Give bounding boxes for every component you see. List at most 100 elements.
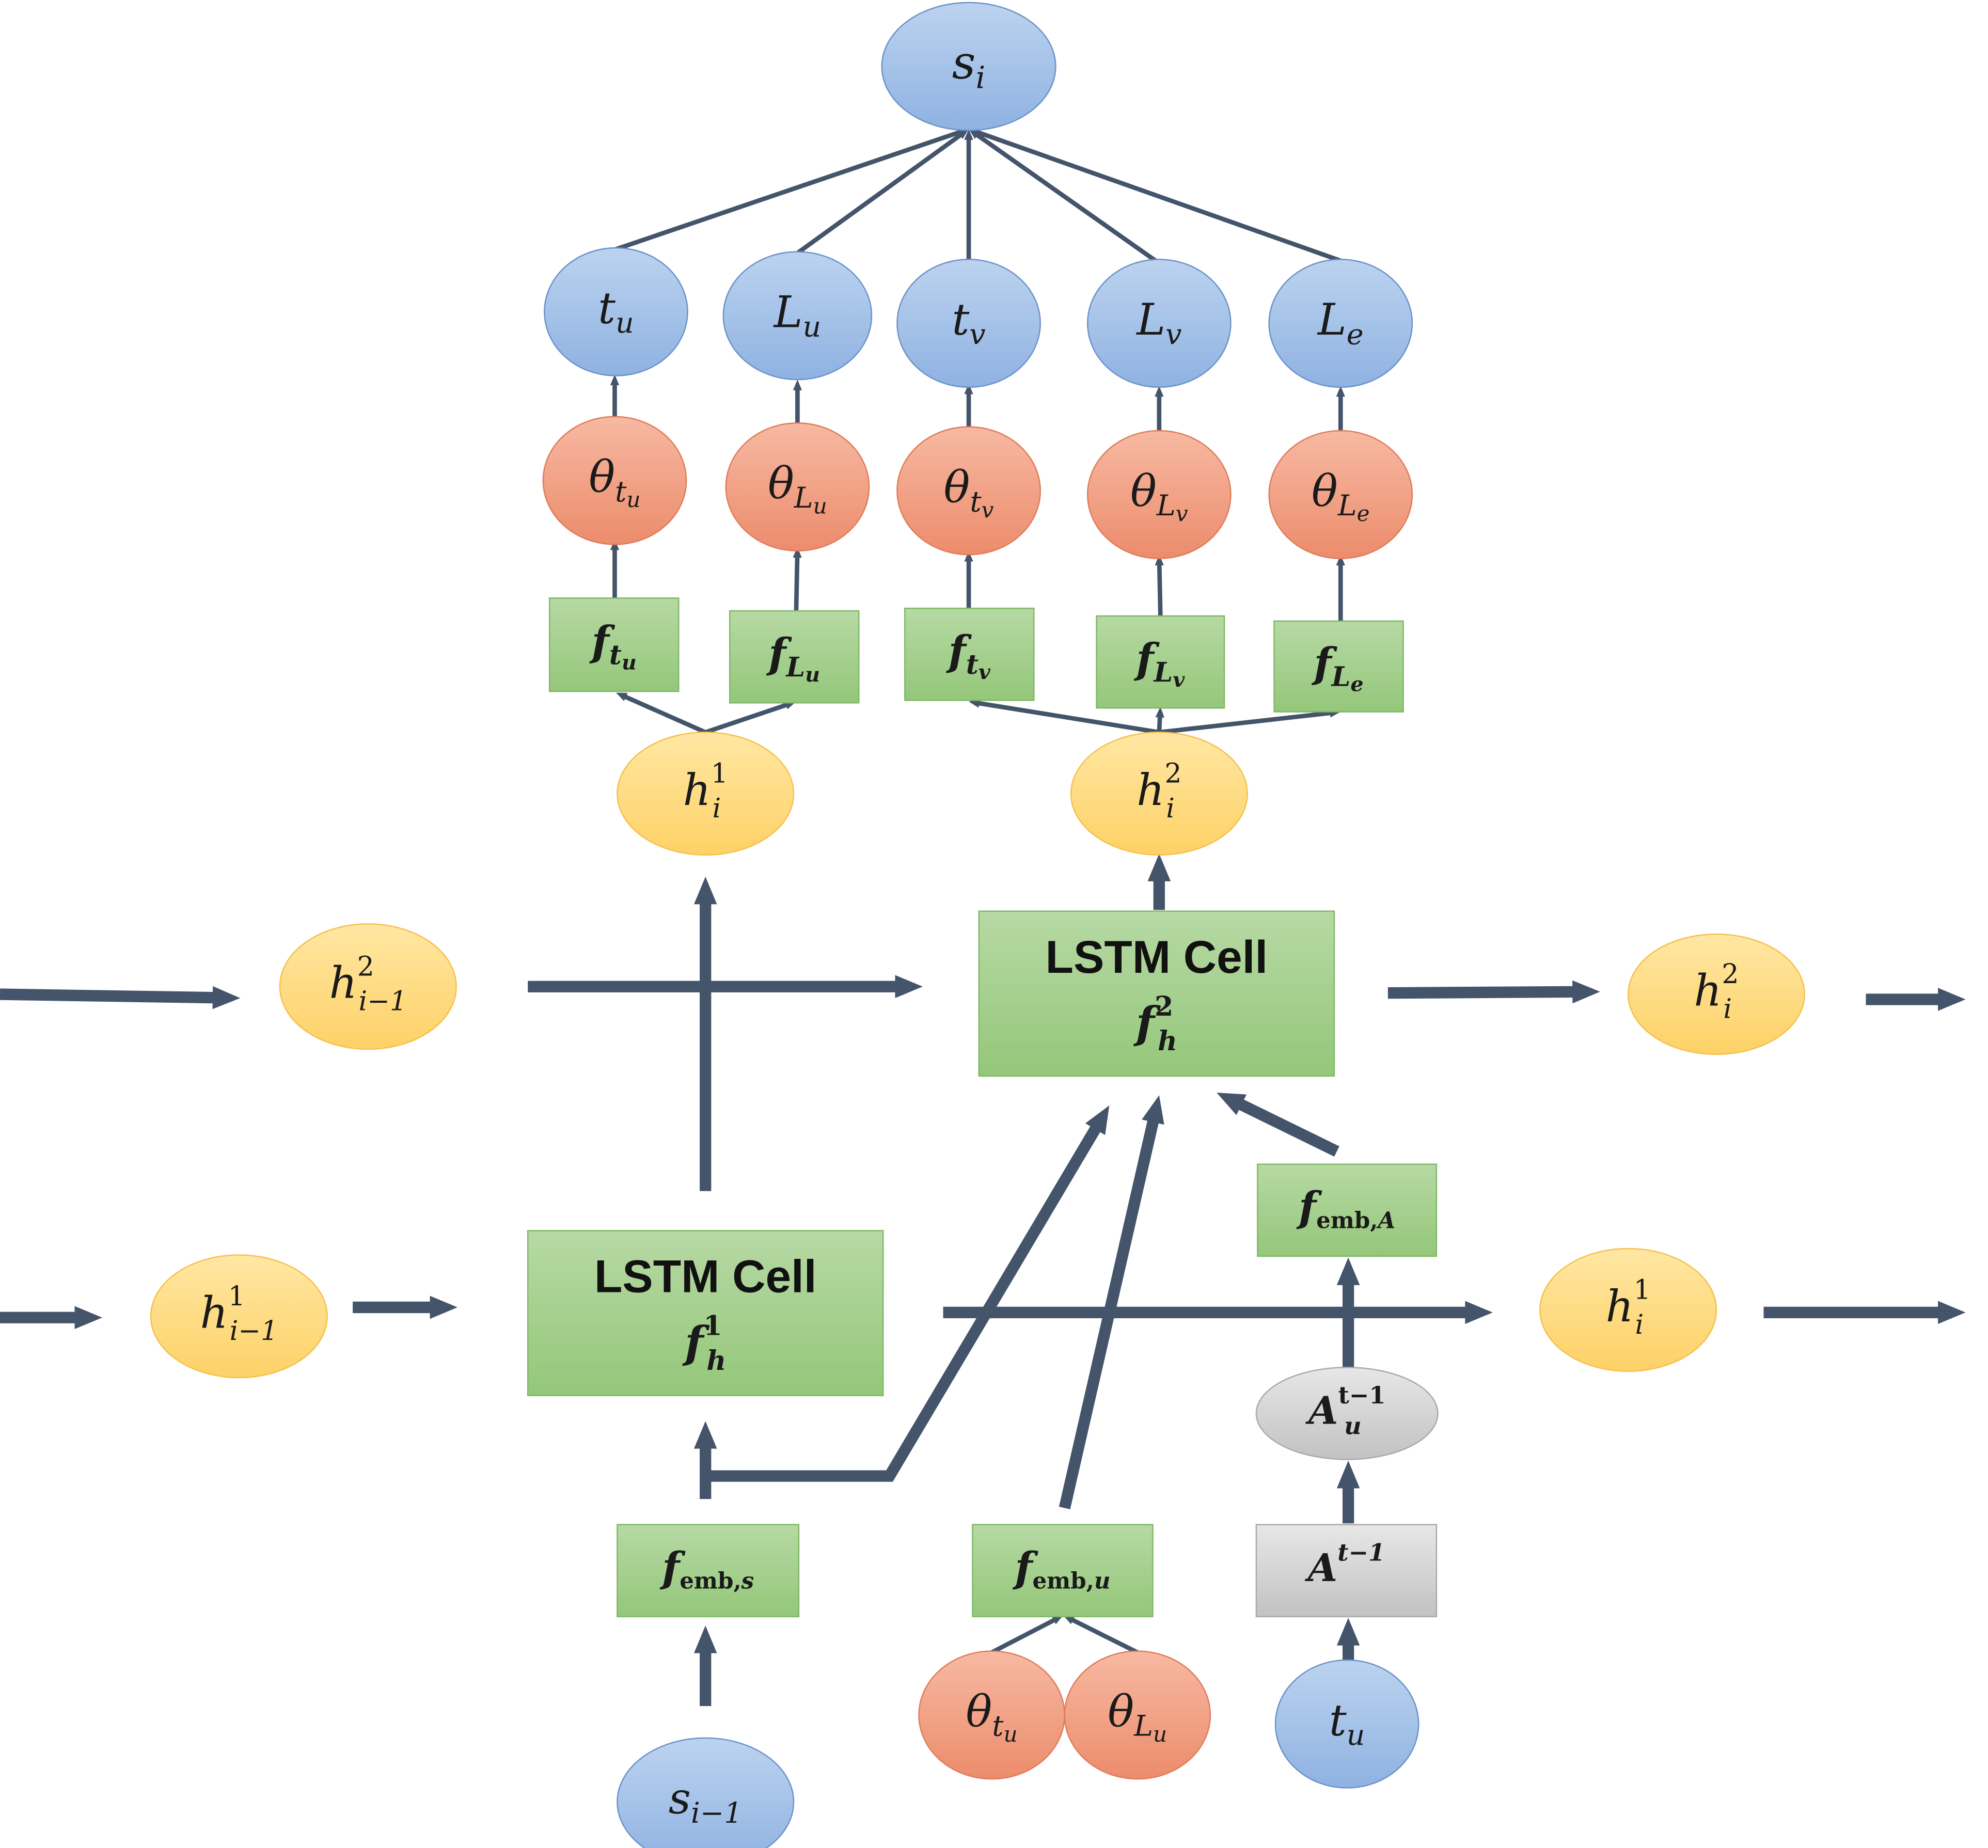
edge-sprev-femb-s xyxy=(693,1625,717,1707)
L-u-top-node: Lu xyxy=(722,251,873,381)
edge-in-h2prev xyxy=(0,986,241,1009)
theta-Le-node: θLe xyxy=(1268,430,1413,559)
edge-mid-up-4 xyxy=(1336,555,1345,621)
edge-femb-s-lstm2 xyxy=(705,1105,1110,1482)
edge-mid-up-2 xyxy=(964,550,973,609)
f-Le-box: fLe xyxy=(1273,620,1404,713)
theta-tu-label: θtu xyxy=(589,452,640,512)
edge-mid-up-1 xyxy=(793,547,802,611)
edge-to-si-4 xyxy=(969,128,1342,263)
L-v-top-label: Lv xyxy=(1135,294,1181,351)
f-tu-label: ftu xyxy=(589,617,637,675)
edge-top-up-4 xyxy=(1336,386,1345,435)
s-prev-node: si−1 xyxy=(617,1737,795,1848)
edge-femb-u-lstm2 xyxy=(1059,1095,1164,1509)
theta-Lu-node: θLu xyxy=(725,422,870,551)
edge-thLu-femb-u xyxy=(1063,1615,1139,1655)
L-u-top-label: Lu xyxy=(773,287,822,343)
f-tv-box: ftv xyxy=(904,607,1035,701)
edge-to-si-3 xyxy=(969,129,1161,265)
lstm1-title: LSTM Cell xyxy=(594,1251,817,1302)
t-v-top-label: tv xyxy=(952,294,985,351)
L-e-top-node: Le xyxy=(1268,259,1413,388)
theta-Le-label: θLe xyxy=(1312,466,1369,526)
edge-top-up-0 xyxy=(610,374,620,422)
edge-h2prev-lstm2 xyxy=(528,975,923,998)
edge-in-h1prev xyxy=(0,1306,102,1329)
edge-h1-fLu xyxy=(704,701,796,735)
edges-layer xyxy=(0,128,1966,1707)
edge-thtu-femb-u xyxy=(990,1615,1064,1655)
s-prev-label: si−1 xyxy=(669,1773,743,1830)
t-u-top-node: tu xyxy=(544,247,688,376)
t-u-bottom-node: tu xyxy=(1274,1659,1419,1789)
theta-Lu-bottom-label: θLu xyxy=(1108,1686,1167,1746)
edge-lstm2-h2next xyxy=(1387,980,1600,1004)
edge-lstm1-up xyxy=(693,876,717,1191)
edge-to-si-0 xyxy=(615,128,969,251)
theta-Lu-label: θLu xyxy=(768,458,827,518)
f-Lv-box: fLv xyxy=(1096,615,1225,709)
edge-to-si-2 xyxy=(964,129,973,262)
edge-lstm2-h2 xyxy=(1147,854,1171,910)
A-prev-label: At−1 xyxy=(1305,1539,1385,1590)
theta-tv-node: θtv xyxy=(896,426,1041,556)
edge-h1prev-lstm1 xyxy=(353,1296,458,1319)
theta-tv-label: θtv xyxy=(944,462,994,522)
theta-Lv-node: θLv xyxy=(1086,430,1232,559)
L-e-top-label: Le xyxy=(1317,294,1364,351)
f-emb-s-box: femb,s xyxy=(617,1524,800,1618)
s-i-node: si xyxy=(881,2,1056,131)
A-prev-box: At−1 xyxy=(1255,1524,1438,1618)
edge-mid-up-3 xyxy=(1155,555,1164,617)
edge-lstm1-h1next xyxy=(943,1301,1493,1324)
s-i-label: si xyxy=(952,36,986,95)
edge-fembA-lstm2 xyxy=(1217,1093,1339,1157)
lstm2-title: LSTM Cell xyxy=(1046,931,1268,983)
t-u-bottom-label: tu xyxy=(1329,1695,1365,1752)
edge-h2-fLv xyxy=(1155,706,1164,733)
edge-top-up-2 xyxy=(964,383,973,430)
theta-Lv-label: θLv xyxy=(1130,466,1188,526)
edge-to-si-1 xyxy=(796,129,969,255)
f-Lu-label: fLu xyxy=(766,629,820,687)
L-v-top-node: Lv xyxy=(1086,259,1232,388)
t-v-top-node: tv xyxy=(896,259,1041,388)
theta-tu-bottom-node: θtu xyxy=(918,1650,1065,1780)
edge-h2next-out xyxy=(1866,988,1966,1011)
theta-tu-node: θtu xyxy=(542,416,687,545)
t-u-top-label: tu xyxy=(598,283,634,340)
theta-tu-bottom-label: θtu xyxy=(966,1686,1018,1746)
edge-h1-ftu xyxy=(616,692,706,735)
edge-h1next-out xyxy=(1763,1301,1966,1324)
f-emb-A-box: femb,A xyxy=(1257,1163,1438,1257)
edge-femb-s-lstm1 xyxy=(693,1421,717,1499)
theta-Lu-bottom-node: θLu xyxy=(1064,1650,1211,1780)
edge-top-up-1 xyxy=(793,380,802,426)
f-Lu-box: fLu xyxy=(729,610,860,704)
f-emb-u-box: femb,u xyxy=(972,1524,1154,1618)
f-tu-box: ftu xyxy=(549,597,680,692)
edge-mid-up-0 xyxy=(610,539,620,598)
f-Le-label: fLe xyxy=(1312,639,1364,697)
edge-A-Au xyxy=(1336,1460,1360,1524)
edge-top-up-3 xyxy=(1155,386,1164,435)
